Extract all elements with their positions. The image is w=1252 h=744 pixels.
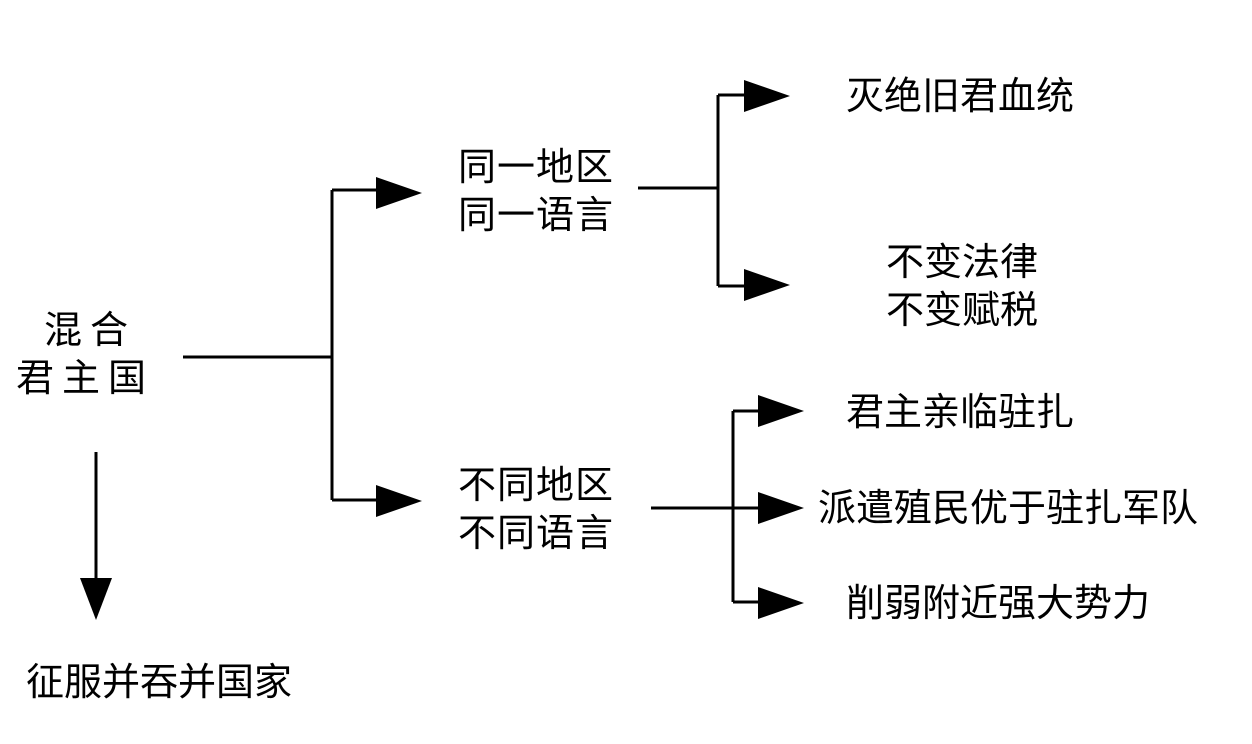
- arrowhead-bloodline: [744, 80, 790, 112]
- arrowhead-colonists: [758, 492, 804, 524]
- root-line-1: 混合: [44, 308, 137, 352]
- leaf-send-colonists: 派遣殖民优于驻扎军队: [818, 486, 1199, 530]
- arrowhead-laws: [744, 269, 790, 301]
- branch-diff-line-2: 不同语言: [458, 511, 615, 555]
- leaf-weaken-neighbors: 削弱附近强大势力: [846, 581, 1151, 625]
- root-node-label: 混合 君主国: [16, 306, 154, 402]
- arrowhead-root-down: [80, 578, 112, 620]
- leaf-keep-laws-line-2: 不变赋税: [886, 288, 1039, 332]
- leaf-keep-laws-taxes: 不变法律 不变赋税: [886, 238, 1038, 334]
- branch-diff-line-1: 不同地区: [458, 463, 615, 507]
- branch-different-region-label: 不同地区 不同语言: [458, 461, 614, 557]
- branch-same-line-2: 同一语言: [458, 193, 615, 237]
- branch-same-region-label: 同一地区 同一语言: [458, 143, 614, 239]
- root-line-2: 君主国: [16, 356, 155, 400]
- arrowhead-reside: [758, 395, 804, 427]
- result-conquer-annex: 征服并吞并国家: [26, 660, 293, 704]
- arrowhead-diff-branch: [376, 485, 422, 517]
- leaf-destroy-bloodline: 灭绝旧君血统: [846, 74, 1075, 118]
- leaf-keep-laws-line-1: 不变法律: [886, 240, 1039, 284]
- arrowhead-same-branch: [376, 177, 422, 209]
- leaf-monarch-reside: 君主亲临驻扎: [846, 390, 1075, 434]
- branch-same-line-1: 同一地区: [458, 145, 615, 189]
- arrowhead-neighbors: [758, 587, 804, 619]
